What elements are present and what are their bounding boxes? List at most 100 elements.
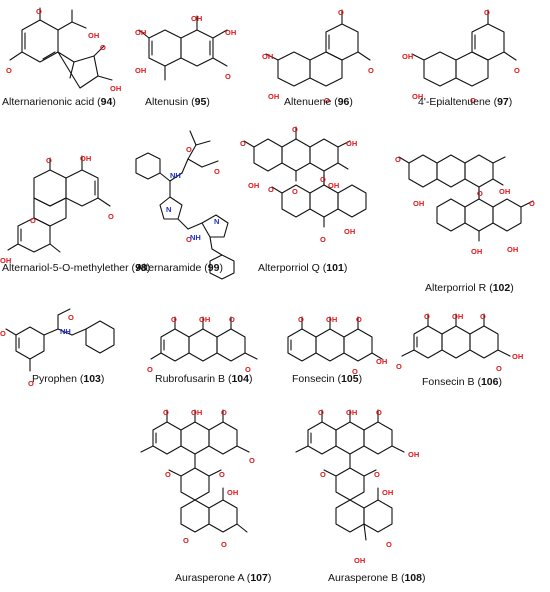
structure-99-atom-amine-0: NH: [170, 171, 181, 180]
structure-105-atom-oxygen-3: O: [352, 367, 358, 376]
structure-108-atom-oxygen-4: O: [320, 470, 326, 479]
caption-102: Alterporriol R (102): [425, 282, 514, 294]
structure-104-atom-oxygen-3: O: [245, 365, 251, 374]
structure-105-atom-hydroxyl-4: OH: [376, 357, 387, 366]
caption-97-name: 4'-Epialtenuene: [418, 96, 491, 108]
caption-94-name: Alternarienonic acid: [2, 96, 95, 108]
caption-104: Rubrofusarin B (104): [155, 373, 253, 385]
structure-94-atom-acid-1: OH: [88, 31, 99, 40]
structure-101-atom-oxygen-1: O: [292, 187, 298, 196]
caption-106-number: 106: [480, 376, 499, 388]
structure-108-atom-oxygen-7: O: [386, 540, 392, 549]
structure-103-atom-oxygen-0: O: [68, 313, 74, 322]
structure-99-atom-nitrogen-3: N: [166, 205, 171, 214]
structure-102-atom-hydroxyl-6: OH: [507, 245, 518, 254]
structure-95: OH OH OH OH O Altenusin (95): [135, 0, 255, 125]
caption-105-number: 105: [341, 373, 359, 385]
structure-104-atom-oxygen-2: O: [229, 315, 235, 324]
structure-108-atom-hydroxyl-1: OH: [346, 408, 357, 417]
structure-101-atom-oxygen-5: O: [268, 185, 274, 194]
structure-107-atom-hydroxyl-6: OH: [227, 488, 238, 497]
structure-97-atom-hydroxyl-3: OH: [412, 92, 423, 101]
caption-105-name: Fonsecin: [292, 373, 335, 385]
caption-95-number: 95: [194, 96, 207, 108]
structure-106-atom-hydroxyl-5: OH: [512, 352, 523, 361]
structure-103-atom-oxygen-2: O: [0, 329, 6, 338]
structure-97-atom-oxygen-1: O: [514, 66, 520, 75]
structure-94-atom-oxygen-2: O: [100, 43, 106, 52]
structure-98-atom-hydroxyl-1: OH: [80, 154, 91, 163]
structure-106-atom-hydroxyl-1: OH: [452, 312, 463, 321]
caption-102-number: 102: [492, 282, 511, 294]
caption-94-number: 94: [100, 96, 113, 108]
caption-102-name: Alterporriol R: [425, 282, 487, 294]
structure-107-atom-oxygen-8: O: [183, 536, 189, 545]
caption-95-name: Altenusin: [145, 96, 189, 108]
structure-106-atom-oxygen-0: O: [424, 312, 430, 321]
structure-95-atom-hydroxyl-2: OH: [191, 14, 202, 23]
caption-108: Aurasperone B (108): [328, 572, 426, 584]
structure-95-atom-oxygen-4: O: [225, 72, 231, 81]
structure-98-atom-oxygen-3: O: [30, 216, 36, 225]
structure-104-atom-oxygen-0: O: [171, 315, 177, 324]
structure-102-atom-hydroxyl-2: OH: [499, 187, 510, 196]
caption-106: Fonsecin B (106): [422, 376, 502, 388]
caption-99-name: Alternaramide: [136, 262, 202, 274]
structure-94-atom-hydroxyl-3: OH: [110, 84, 121, 93]
structure-99-atom-oxygen-4: O: [186, 235, 192, 244]
structure-103-atom-amine-1: NH: [60, 327, 71, 336]
structure-102-atom-oxygen-5: O: [529, 199, 535, 208]
structure-95-atom-hydroxyl-1: OH: [135, 66, 146, 75]
structure-98-atom-oxygen-2: O: [108, 212, 114, 221]
caption-107: Aurasperone A (107): [175, 572, 272, 584]
structure-102-atom-oxygen-3: O: [477, 189, 483, 198]
caption-96-number: 96: [337, 96, 350, 108]
structure-94-atom-oxygen-4: O: [6, 66, 12, 75]
structure-97-atom-oxygen-4: O: [470, 96, 476, 105]
structure-98-atom-oxygen-0: O: [46, 156, 52, 165]
caption-98-number: 98: [135, 262, 147, 274]
caption-97: 4'-Epialtenuene (97): [418, 96, 513, 108]
structure-107-atom-hydroxyl-1: OH: [191, 408, 202, 417]
caption-106-name: Fonsecin B: [422, 376, 475, 388]
caption-94: Alternarienonic acid (94): [2, 96, 116, 108]
structure-108-atom-hydroxyl-3: OH: [408, 450, 419, 459]
caption-104-name: Rubrofusarin B: [155, 373, 226, 385]
structure-102-atom-oxygen-0: O: [395, 155, 401, 164]
caption-97-number: 97: [497, 96, 509, 108]
structure-95-atom-hydroxyl-3: OH: [225, 28, 236, 37]
caption-101-name: Alterporriol Q: [258, 262, 320, 274]
structure-101-atom-hydroxyl-9: OH: [344, 227, 355, 236]
structure-95-atom-hydroxyl-0: OH: [135, 28, 146, 37]
structure-99-atom-nitrogen-6: N: [214, 217, 219, 226]
caption-103-number: 103: [83, 373, 101, 385]
structure-107-atom-oxygen-0: O: [163, 408, 169, 417]
structure-99-atom-oxygen-2: O: [214, 167, 220, 176]
structure-108-atom-hydroxyl-8: OH: [354, 556, 365, 565]
structure-105-atom-oxygen-0: O: [298, 315, 304, 324]
structure-101-atom-hydroxyl-6: OH: [328, 181, 339, 190]
structure-101-atom-hydroxyl-2: OH: [346, 139, 357, 148]
structure-105-atom-hydroxyl-1: OH: [326, 315, 337, 324]
caption-105: Fonsecin (105): [292, 373, 363, 385]
structure-101-atom-oxygen-0: O: [292, 125, 298, 134]
structure-96-atom-oxygen-0: O: [338, 8, 344, 17]
structure-106-atom-oxygen-4: O: [496, 364, 502, 373]
caption-99-number: 99: [207, 262, 220, 274]
caption-99: Alternaramide (99): [136, 262, 223, 274]
caption-95: Altenusin (95): [145, 96, 210, 108]
caption-103-name: Pyrophen: [32, 373, 77, 385]
